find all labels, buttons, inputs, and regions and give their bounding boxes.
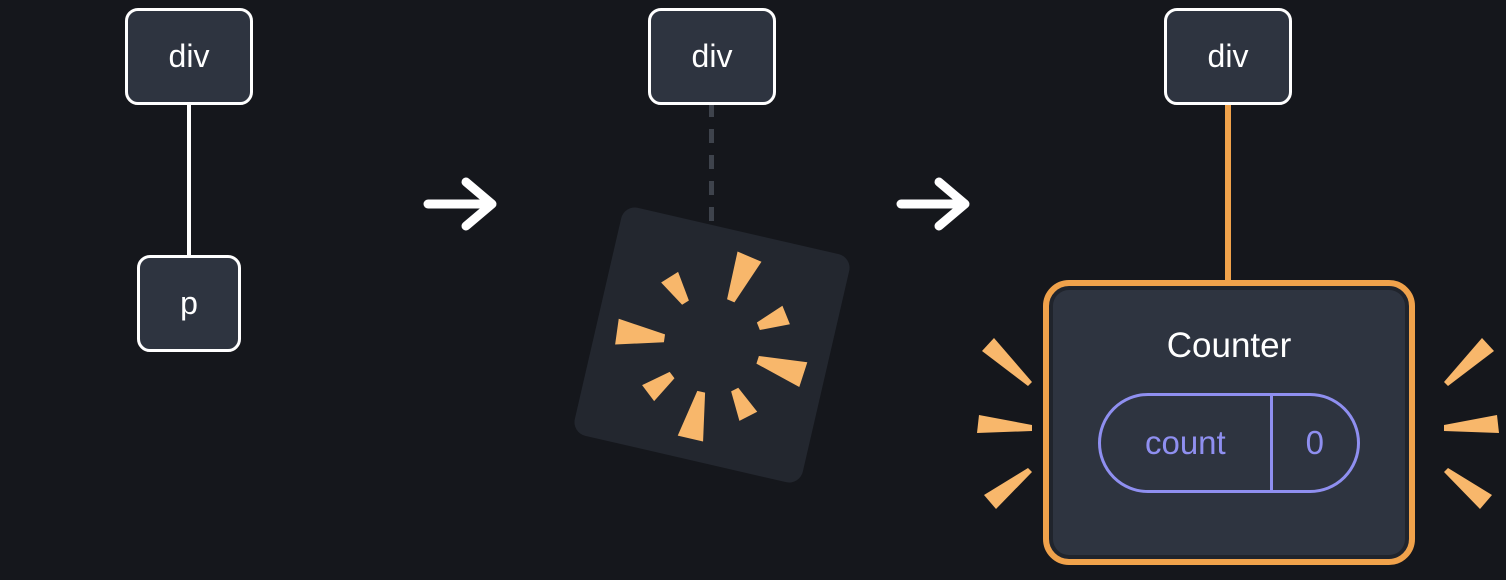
state-pill: count 0 bbox=[1098, 393, 1360, 493]
arrow-right-icon bbox=[422, 172, 502, 236]
dom-node-label: div bbox=[691, 38, 733, 74]
poof-burst-icon bbox=[571, 204, 853, 486]
sparkle-burst-icon bbox=[972, 332, 1042, 517]
state-value-label: 0 bbox=[1305, 424, 1325, 461]
dashed-edge-line bbox=[709, 103, 714, 241]
dom-node-div: div bbox=[125, 8, 253, 105]
component-title: Counter bbox=[1166, 326, 1292, 365]
dom-node-label: div bbox=[1207, 38, 1249, 74]
mounted-edge-line bbox=[1225, 103, 1231, 285]
sparkle-burst-icon bbox=[1434, 332, 1504, 517]
dom-node-p: p bbox=[137, 255, 241, 352]
dom-node-label: div bbox=[168, 38, 210, 74]
dom-node-div: div bbox=[648, 8, 776, 105]
counter-component-card: Counter count 0 bbox=[1043, 280, 1415, 565]
state-key-label: count bbox=[1101, 396, 1273, 490]
arrow-right-icon bbox=[895, 172, 975, 236]
dom-node-div: div bbox=[1164, 8, 1292, 105]
dom-node-label: p bbox=[180, 285, 198, 321]
tree-edge-line bbox=[187, 103, 191, 257]
